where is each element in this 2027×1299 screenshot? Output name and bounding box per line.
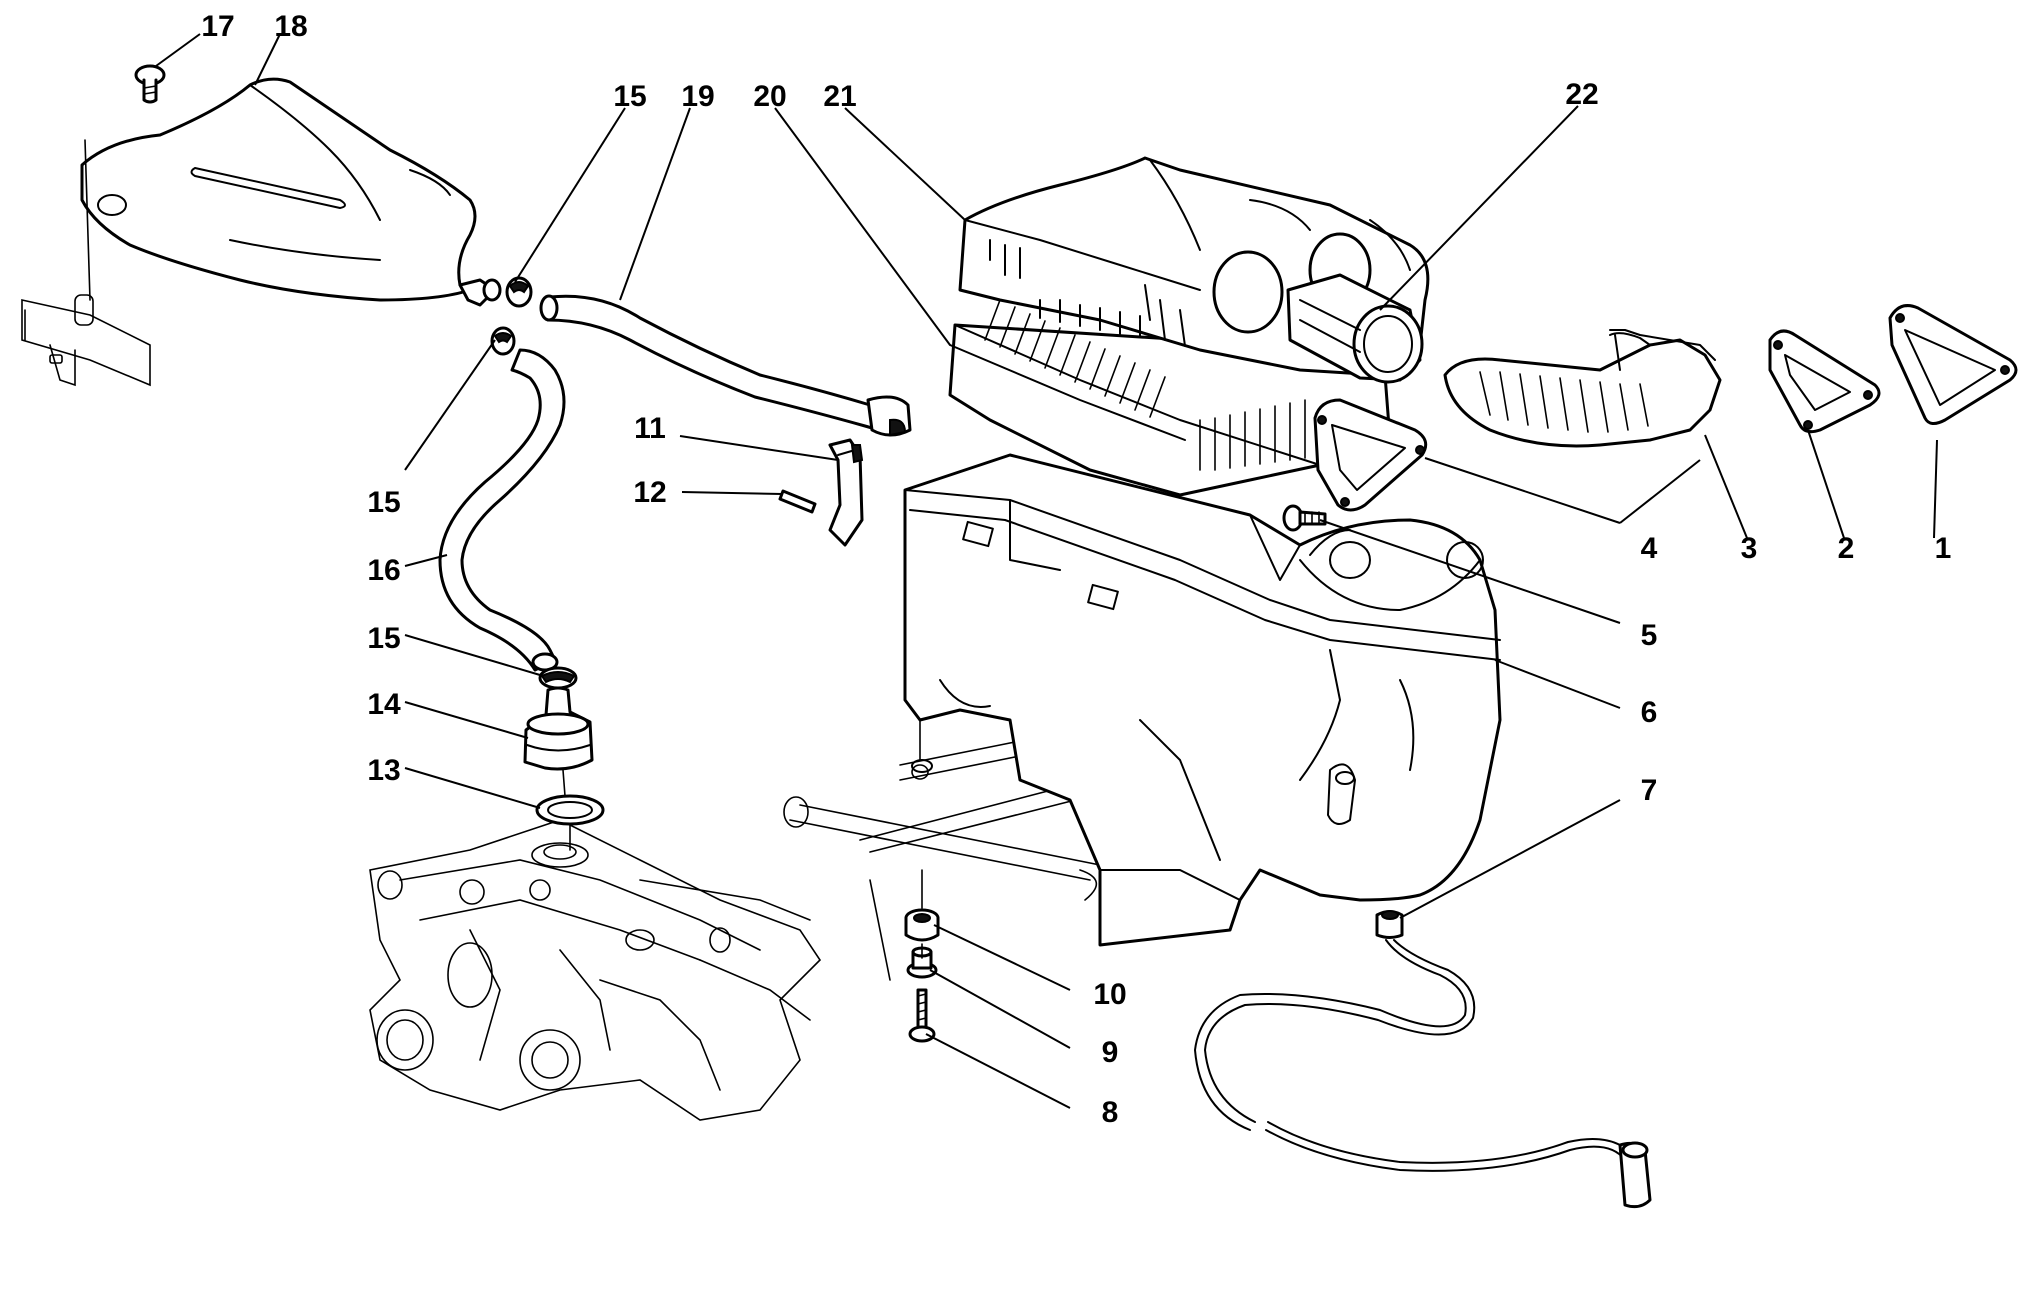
part-6-airbox-housing <box>903 453 1502 947</box>
callout-8: 8 <box>1102 1096 1119 1129</box>
callout-15-top: 15 <box>613 80 646 113</box>
part-13-o-ring <box>535 794 605 826</box>
tank-bracket-drawing <box>21 139 151 387</box>
leader-lines <box>155 33 1938 1109</box>
callout-2: 2 <box>1838 532 1855 565</box>
part-2-flange <box>1768 329 1881 434</box>
part-1-gasket <box>1888 304 2018 425</box>
assembly-guide-lines-left <box>562 769 571 851</box>
part-5-screw <box>1282 504 1327 532</box>
callout-9: 9 <box>1102 1036 1119 1069</box>
part-7-drain-tube <box>1194 910 1652 1209</box>
part-4-gasket <box>1313 398 1428 512</box>
part-12-pin <box>778 489 817 514</box>
callout-6: 6 <box>1641 696 1658 729</box>
callout-14: 14 <box>367 688 401 721</box>
part-8-bolt <box>908 988 936 1043</box>
callout-16: 16 <box>367 554 400 587</box>
callout-13: 13 <box>367 754 400 787</box>
part-15-clamp-top <box>505 276 533 308</box>
part-22-intake-funnel <box>1286 273 1424 384</box>
hose-tee-connector <box>458 278 502 307</box>
callout-15-middle: 15 <box>367 486 400 519</box>
part-10-grommet <box>904 908 940 942</box>
callout-17: 17 <box>201 10 234 43</box>
part-16-hose <box>438 348 566 672</box>
part-17-screw <box>134 64 166 104</box>
callout-7: 7 <box>1641 774 1658 807</box>
callout-1: 1 <box>1935 532 1952 565</box>
callout-3: 3 <box>1741 532 1758 565</box>
callout-5: 5 <box>1641 619 1658 652</box>
callout-20: 20 <box>753 80 786 113</box>
part-18-reservoir <box>80 77 477 302</box>
part-15-clamp-lower <box>538 666 578 690</box>
callout-15-lower: 15 <box>367 622 400 655</box>
part-11-clip <box>828 438 864 547</box>
part-15-clamp-middle <box>490 326 516 356</box>
callout-11: 11 <box>634 412 666 445</box>
part-14-fitting <box>523 686 594 771</box>
part-3-intake-duct <box>1443 329 1722 448</box>
callout-10: 10 <box>1093 978 1126 1011</box>
callout-4: 4 <box>1641 532 1658 565</box>
callout-22: 22 <box>1565 78 1598 111</box>
callout-18: 18 <box>274 10 307 43</box>
callout-12: 12 <box>633 476 666 509</box>
callout-labels: 1 2 3 4 5 6 7 8 9 10 11 12 13 14 15 15 1… <box>201 10 1951 1129</box>
engine-case-drawing <box>369 819 822 1121</box>
callout-19: 19 <box>681 80 714 113</box>
part-19-hose <box>539 294 912 437</box>
callout-21: 21 <box>823 80 856 113</box>
